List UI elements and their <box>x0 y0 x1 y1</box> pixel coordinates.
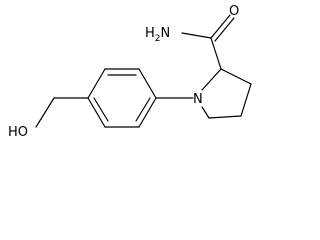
bond-c-nh2 <box>181 32 212 39</box>
bond-c4-c5 <box>208 115 242 119</box>
structure-diagram: H2N O N HO <box>8 4 252 140</box>
amide-n-label: H2N <box>145 26 170 44</box>
bond-ch2-oh <box>35 97 55 128</box>
bond-c-o <box>210 14 231 39</box>
bond-c-o-double <box>214 17 235 42</box>
bond-c2-c3 <box>220 68 252 85</box>
amide-n-subscript: 2 <box>155 34 161 44</box>
ring-n-label: N <box>193 92 203 107</box>
bond-ar-6 <box>138 97 157 128</box>
amide-n-suffix: N <box>161 26 171 41</box>
bond-c5-n <box>201 106 210 119</box>
bond-ar-4 <box>87 97 106 128</box>
bond-ar-3 <box>87 68 106 99</box>
bond-ar-1 <box>138 68 157 99</box>
bond-c3-c4 <box>240 83 252 117</box>
bond-n-c2 <box>201 68 222 91</box>
bond-c-c2 <box>210 37 222 70</box>
molecule-svg: H2N O N HO <box>8 4 252 140</box>
hydroxyl-label: HO <box>8 125 28 140</box>
amide-o-label: O <box>229 4 239 19</box>
bond-ar-inner-3 <box>135 97 151 122</box>
bond-ar-inner-2 <box>93 97 109 122</box>
